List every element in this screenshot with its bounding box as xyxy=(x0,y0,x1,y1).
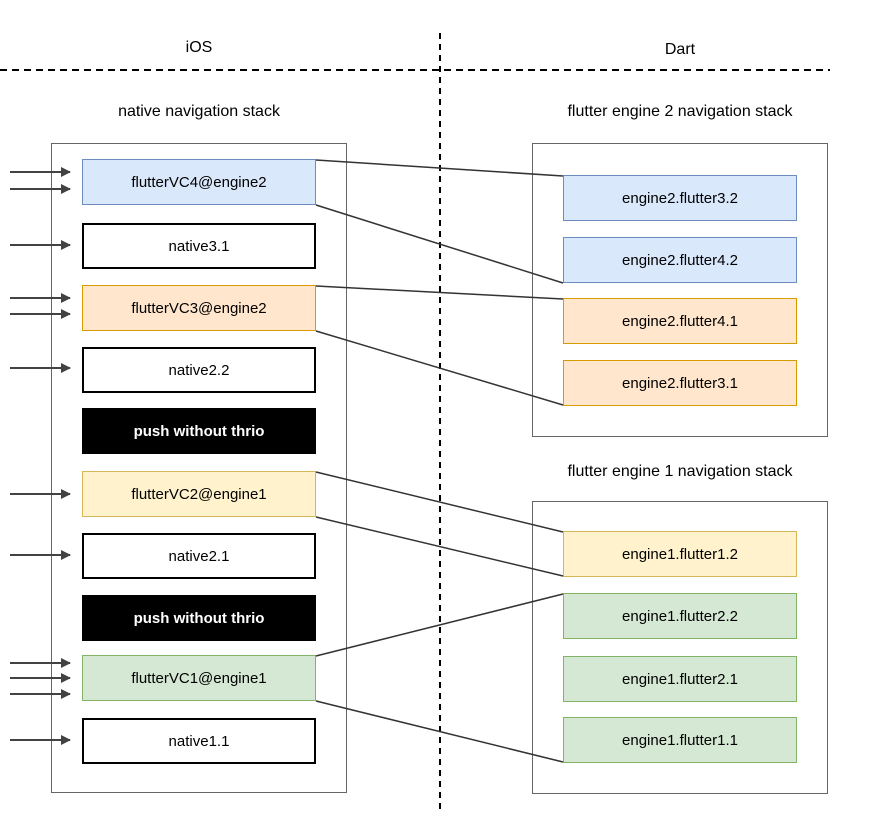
node-native3-1: native3.1 xyxy=(82,223,316,269)
node-engine2-flutter3-2: engine2.flutter3.2 xyxy=(563,175,797,221)
node-fluttervc1-engine1: flutterVC1@engine1 xyxy=(82,655,316,701)
ios-region-label: iOS xyxy=(185,39,213,56)
node-native2-1: native2.1 xyxy=(82,533,316,579)
node-engine2-flutter4-1: engine2.flutter4.1 xyxy=(563,298,797,344)
connection-vc2-bottom-flutter1-2 xyxy=(315,516,564,577)
connection-vc4-bottom-flutter4-2 xyxy=(315,204,564,284)
node-engine2-flutter4-2: engine2.flutter4.2 xyxy=(563,237,797,283)
node-push-without-thrio-1: push without thrio xyxy=(82,408,316,454)
node-engine2-flutter3-1: engine2.flutter3.1 xyxy=(563,360,797,406)
node-native1-1: native1.1 xyxy=(82,718,316,764)
connection-vc4-top-flutter3-2 xyxy=(315,159,564,177)
connection-vc3-top-flutter4-1 xyxy=(315,285,564,300)
node-engine1-flutter1-2: engine1.flutter1.2 xyxy=(563,531,797,577)
connection-vc1-bottom-flutter1-1 xyxy=(315,700,564,763)
node-engine1-flutter1-1: engine1.flutter1.1 xyxy=(563,717,797,763)
connection-lines xyxy=(315,159,564,763)
connection-vc3-bottom-flutter3-1 xyxy=(315,330,564,406)
node-fluttervc4-engine2: flutterVC4@engine2 xyxy=(82,159,316,205)
node-engine1-flutter2-2: engine1.flutter2.2 xyxy=(563,593,797,639)
node-fluttervc3-engine2: flutterVC3@engine2 xyxy=(82,285,316,331)
connection-vc1-top-flutter2-2 xyxy=(315,593,564,657)
node-native2-2: native2.2 xyxy=(82,347,316,393)
node-engine1-flutter2-1: engine1.flutter2.1 xyxy=(563,656,797,702)
engine2-stack-title: flutter engine 2 navigation stack xyxy=(567,103,793,120)
node-fluttervc2-engine1: flutterVC2@engine1 xyxy=(82,471,316,517)
engine1-stack-title: flutter engine 1 navigation stack xyxy=(567,463,793,480)
node-push-without-thrio-2: push without thrio xyxy=(82,595,316,641)
native-stack-title: native navigation stack xyxy=(118,103,280,120)
dart-region-label: Dart xyxy=(664,41,696,58)
